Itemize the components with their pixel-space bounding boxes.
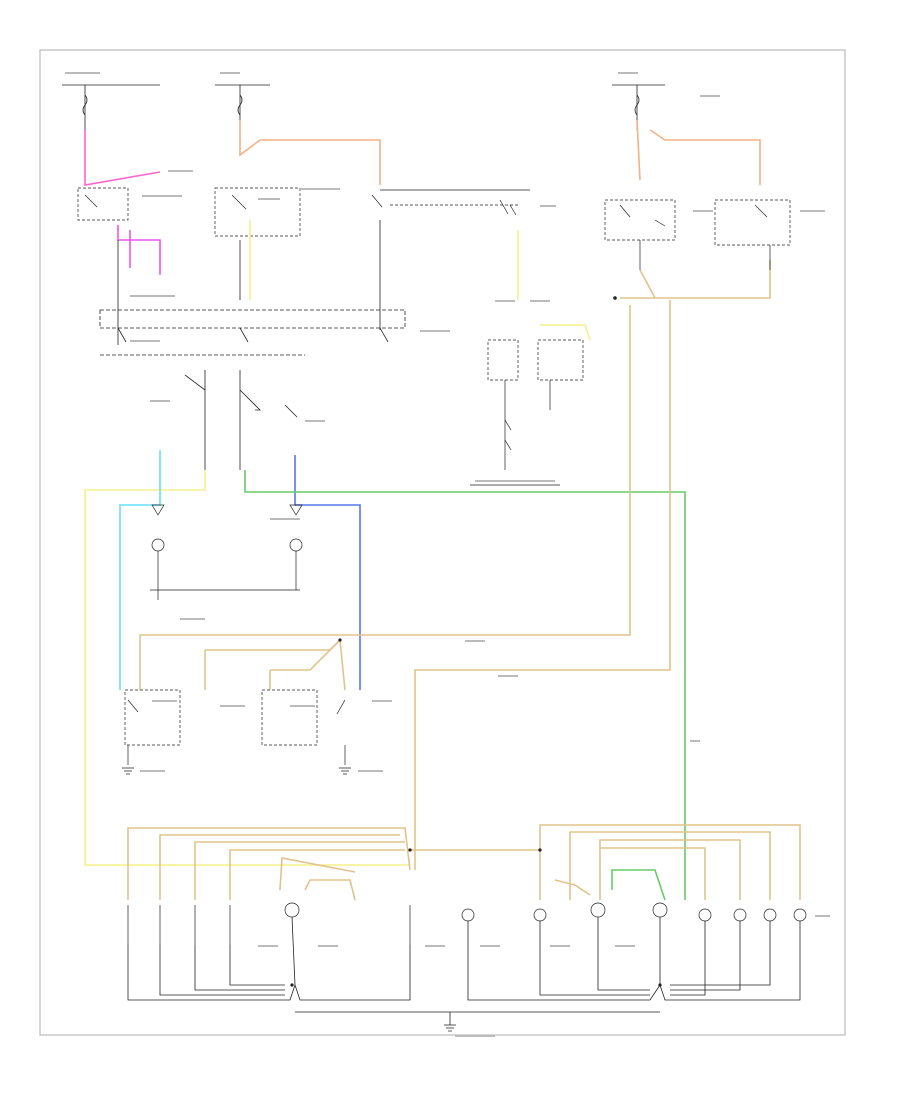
center-relay-block (470, 339, 584, 486)
splice-dot-icon (613, 296, 617, 300)
bottom-lamp-row (127, 902, 807, 945)
tan-wire-group (127, 260, 801, 901)
lamp-bulb-icon (151, 538, 165, 552)
brake-switch-block (122, 689, 351, 775)
splice-dot-icon (408, 848, 412, 852)
splice-dot-icon (290, 983, 294, 987)
green-wire-group (244, 470, 686, 901)
lamp-bulb-icon (698, 908, 712, 922)
orange-wire-group (239, 119, 761, 185)
lamp-bulb-icon (590, 902, 606, 918)
splice-dot-icon (658, 983, 662, 987)
lamp-bulb-icon (289, 538, 303, 552)
splice-points (290, 296, 662, 987)
ground-icon (444, 1024, 456, 1032)
ground-harness (127, 916, 801, 1032)
lamp-bulb-icon (461, 908, 475, 922)
lamp-bulb-icon (763, 908, 777, 922)
lamp-bulb-icon (652, 902, 668, 918)
tiny-label-marks (65, 72, 830, 1037)
ground-icon (339, 767, 351, 775)
lamp-bulb-icon (533, 908, 547, 922)
lamp-bulb-icon (733, 908, 747, 922)
splice-dot-icon (338, 638, 342, 642)
cyan-wire-group (119, 450, 161, 690)
hazard-relay-block (604, 199, 791, 270)
lamp-bulb-icon (284, 902, 300, 918)
yellow-wire-group (84, 220, 591, 866)
turn-signal-switch-block (77, 187, 530, 237)
diagram-frame (39, 49, 846, 1036)
lamp-bulb-icon (793, 908, 807, 922)
switch-harness (99, 220, 406, 470)
ground-icon (122, 767, 134, 775)
pink-wire-group (84, 130, 161, 275)
splice-dot-icon (538, 848, 542, 852)
blue-wire-group (294, 455, 361, 690)
mid-lamp-block (150, 504, 303, 600)
